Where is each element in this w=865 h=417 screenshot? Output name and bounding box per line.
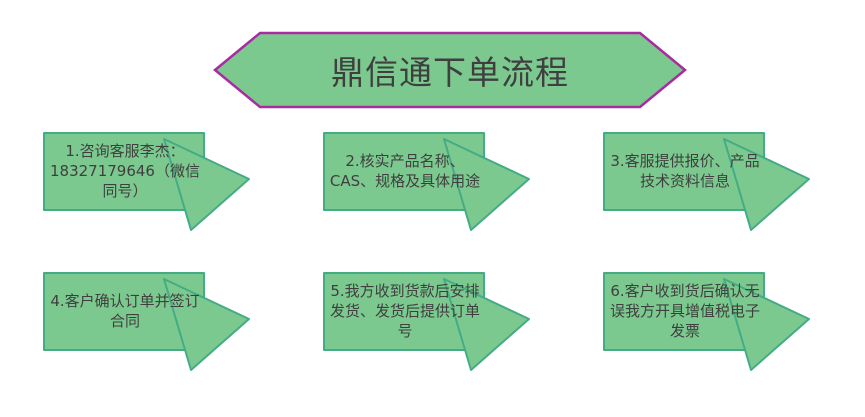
pentagon-arrow-shape (603, 272, 810, 371)
step-arrow-icon (443, 138, 530, 231)
step-5-text: 5.我方收到货款后安排发货、发货后提供订单号 (329, 281, 480, 341)
step-1-text: 1.咨询客服李杰：18327179646（微信同号） (50, 141, 200, 201)
step-4: 4.客户确认订单并签订合同 (42, 271, 254, 373)
step-6-text: 6.客户收到货后确认无误我方开具增值税电子发票 (609, 281, 760, 341)
step-arrow-icon (723, 138, 810, 231)
pentagon-arrow-shape (323, 272, 530, 371)
step-6: 6.客户收到货后确认无误我方开具增值税电子发票 (602, 271, 814, 373)
step-3-text: 3.客服提供报价、产品技术资料信息 (610, 151, 760, 190)
step-arrow-icon (163, 278, 250, 371)
hexagon-shape (213, 31, 687, 109)
page-title: 鼎信通下单流程 (331, 53, 569, 92)
pentagon-arrow-shape (603, 132, 810, 231)
step-arrow-icon (163, 138, 250, 231)
step-arrow-icon (443, 278, 530, 371)
hexagon-polygon (213, 31, 687, 109)
step-3: 3.客服提供报价、产品技术资料信息 (602, 131, 814, 233)
step-4-text: 4.客户确认订单并签订合同 (50, 291, 200, 330)
step-arrow-icon (723, 278, 810, 371)
pentagon-arrow-shape (43, 132, 250, 231)
step-2: 2.核实产品名称、CAS、规格及具体用途 (322, 131, 534, 233)
pentagon-arrow-shape (43, 272, 250, 371)
step-1: 1.咨询客服李杰：18327179646（微信同号） (42, 131, 254, 233)
pentagon-arrow-shape (323, 132, 530, 231)
step-5: 5.我方收到货款后安排发货、发货后提供订单号 (322, 271, 534, 373)
step-2-text: 2.核实产品名称、CAS、规格及具体用途 (329, 151, 481, 190)
diagram-title-banner: 鼎信通下单流程 (212, 30, 688, 110)
